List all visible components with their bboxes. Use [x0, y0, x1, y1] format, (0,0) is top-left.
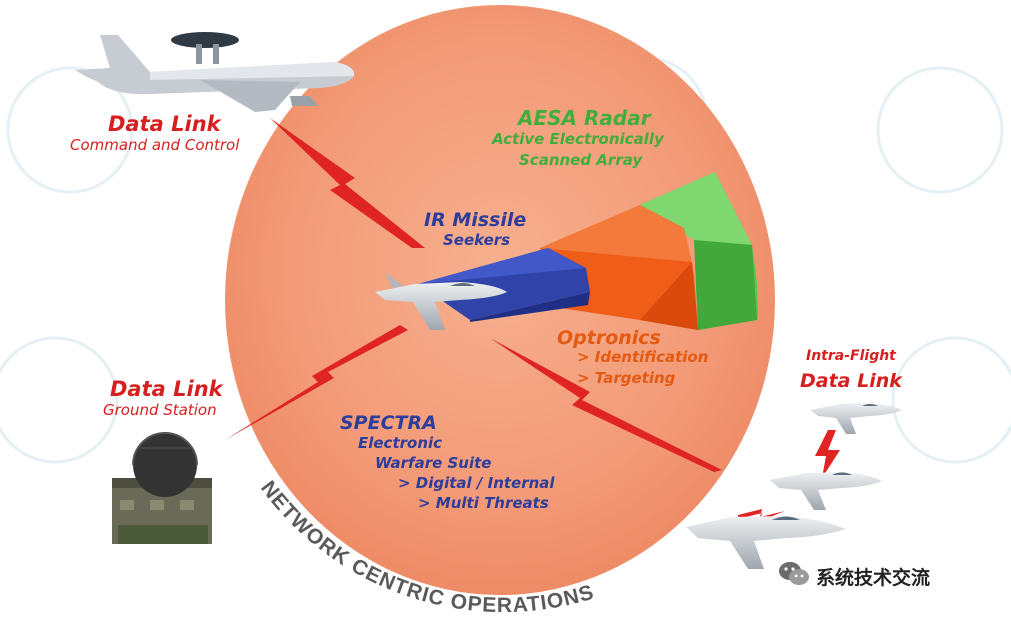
aesa-subtitle-2: Scanned Array — [519, 151, 643, 169]
intraflight-title: Intra-Flight — [806, 348, 896, 364]
datalink-ground-title: Data Link — [110, 377, 223, 401]
datalink-ground-subtitle: Ground Station — [103, 401, 217, 419]
datalink-cmd-subtitle: Command and Control — [70, 136, 240, 154]
datalink-cmd-title: Data Link — [108, 112, 221, 136]
aesa-subtitle-1: Active Electronically — [492, 130, 664, 148]
wechat-brand-name: 系统技术交流 — [816, 566, 931, 589]
ir-missile-title: IR Missile — [424, 209, 527, 231]
formation-jet-2 — [770, 472, 882, 510]
awacs-aircraft-icon — [75, 32, 355, 112]
spectra-subtitle-2: Warfare Suite — [375, 454, 492, 472]
aesa-title: AESA Radar — [518, 106, 651, 130]
optronics-subtitle-2: > Targeting — [577, 369, 676, 387]
fighter-jet-icon — [375, 272, 507, 330]
optronics-subtitle-1: > Identification — [577, 348, 709, 366]
optronics-title: Optronics — [557, 327, 661, 349]
spectra-subtitle-3: > Digital / Internal — [398, 474, 555, 492]
radar-dome-station-icon — [112, 432, 212, 544]
wechat-icon — [778, 560, 810, 592]
ir-seeker-cone — [418, 248, 590, 322]
spectra-subtitle-4: > Multi Threats — [418, 494, 549, 512]
data-link-bolts — [225, 118, 840, 521]
wechat-brand-badge: 系统技术交流 — [778, 560, 930, 592]
formation-jet-3 — [686, 516, 846, 569]
spectra-subtitle-1: Electronic — [358, 434, 443, 452]
spectra-title: SPECTRA — [340, 412, 437, 434]
aesa-radar-volume — [640, 172, 758, 330]
ir-missile-subtitle: Seekers — [443, 231, 511, 249]
intraflight-subtitle: Data Link — [800, 370, 902, 392]
formation-jet-1 — [810, 403, 902, 434]
